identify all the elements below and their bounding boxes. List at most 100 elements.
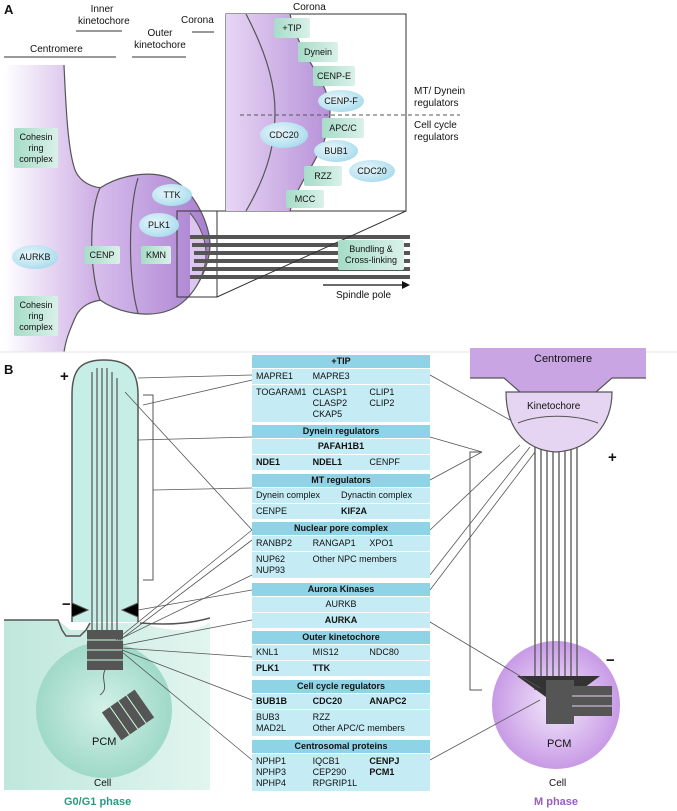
kinetochore-label: Kinetochore — [527, 401, 581, 412]
table-cell: AURKB — [325, 599, 357, 609]
table-title: Aurora Kinases — [252, 583, 430, 596]
spindle-pole-label: Spindle pole — [336, 290, 392, 301]
minus-end-left: − — [62, 596, 71, 613]
table-cell: BUB3 MAD2L — [256, 712, 287, 733]
table-cell — [369, 371, 426, 382]
table-cell: AURKA — [324, 615, 358, 625]
cell-left-label: Cell — [94, 778, 112, 789]
table-cell: CDC20 — [312, 696, 343, 706]
table-mt-regulators: MT regulators Dynein complex Dynactin com… — [252, 474, 430, 519]
table-cell: ANAPC2 — [369, 696, 407, 706]
table-cell: Dynein complex — [256, 490, 321, 500]
table-cell — [369, 663, 426, 674]
table-row: Dynein complex Dynactin complex — [252, 487, 430, 503]
cdc20-chip-left: CDC20 — [260, 122, 308, 148]
table-cell: CLIP1 CLIP2 — [369, 387, 395, 408]
table-centrosomal-proteins: Centrosomal proteins NPHP1 NPHP3 NPHP4 IQ… — [252, 740, 430, 791]
table-row: AURKB — [252, 596, 430, 612]
mcc-chip: MCC — [286, 190, 324, 208]
g0-g1-phase-label: G0/G1 phase — [64, 796, 132, 808]
centromere-header: Centromere — [30, 44, 83, 55]
cell-right-label: Cell — [549, 778, 567, 789]
table-cell: CENPF — [369, 457, 400, 467]
table-row: KNL1 MIS12 NDC80 — [252, 644, 430, 660]
cdc20-chip-right: CDC20 — [349, 160, 395, 182]
table-cell: Other NPC members — [312, 554, 397, 564]
table-cell: KNL1 — [256, 647, 279, 657]
table-row: CENPE KIF2A — [252, 503, 430, 519]
plus-end-right: + — [608, 449, 617, 466]
inner-kinetochore-header: Inner kinetochore — [78, 4, 130, 27]
bundling-crosslinking-chip: Bundling & Cross-linking — [338, 240, 404, 270]
table-row: NUP62 NUP93 Other NPC members — [252, 551, 430, 578]
table-cell: RANBP2 — [256, 538, 293, 548]
corona-inset-header: Corona — [293, 2, 326, 13]
corona-header: Corona — [181, 15, 214, 26]
panel-b-letter: B — [4, 362, 14, 377]
table-title: MT regulators — [252, 474, 430, 487]
table-cell: NDC80 — [369, 647, 399, 657]
mt-dynein-regulators-label: MT/ Dynein regulators — [414, 86, 466, 109]
table-cell: XPO1 — [369, 538, 394, 548]
table-cell: MAPRE1 — [256, 371, 294, 381]
table-cell: Dynactin complex — [341, 490, 413, 500]
table-row: NPHP1 NPHP3 NPHP4 IQCB1 CEP290 RPGRIP1L CE… — [252, 753, 430, 791]
table-cell: BUB1B — [256, 696, 288, 706]
table-cell: IQCB1 CEP290 RPGRIP1L — [312, 756, 358, 788]
table-title: +TIP — [252, 355, 430, 368]
pcm-right-label: PCM — [547, 738, 572, 750]
table-cell: NDE1 — [256, 457, 281, 467]
outer-kinetochore-header: Outer kinetochore — [134, 28, 186, 51]
panel-a-letter: A — [4, 2, 14, 17]
table-outer-kinetochore: Outer kinetochore KNL1 MIS12 NDC80 PLK1 TTK — [252, 631, 430, 676]
pcm-left-label: PCM — [92, 736, 117, 748]
table-row: TOGARAM1 CLASP1 CLASP2 CKAP5 CLIP1 CLIP2 — [252, 384, 430, 422]
table-title: Nuclear pore complex — [252, 522, 430, 535]
table-cell: TOGARAM1 — [256, 387, 307, 397]
cell-cycle-regulators-label: Cell cycle regulators — [414, 120, 459, 143]
table-row: BUB1B CDC20 ANAPC2 — [252, 693, 430, 709]
tip-chip: +TIP — [274, 18, 310, 38]
table-title: Outer kinetochore — [252, 631, 430, 644]
table-cell: MIS12 — [312, 647, 339, 657]
table-cell: NDEL1 — [312, 457, 343, 467]
table-cell: KIF2A — [341, 506, 368, 516]
cohesin-ring-complex-top: Cohesin ring complex — [14, 128, 58, 168]
m-phase-label: M phase — [534, 796, 579, 808]
kmn-chip: KMN — [141, 246, 171, 264]
table-row: MAPRE1 MAPRE3 — [252, 368, 430, 384]
table-cell: MAPRE3 — [312, 371, 350, 381]
apc-c-chip: APC/C — [322, 118, 364, 138]
table-row: NDE1 NDEL1 CENPF — [252, 454, 430, 470]
table-cell: NUP62 NUP93 — [256, 554, 286, 575]
plk1-chip: PLK1 — [139, 213, 179, 237]
table-row: BUB3 MAD2L RZZ Other APC/C members — [252, 709, 430, 736]
ttk-chip: TTK — [152, 184, 192, 206]
bub1-chip: BUB1 — [314, 140, 358, 162]
cenp-chip: CENP — [84, 246, 120, 264]
table-row: PAFAH1B1 — [252, 438, 430, 454]
centromere-label-right: Centromere — [534, 353, 593, 365]
table-title: Centrosomal proteins — [252, 740, 430, 753]
table-cell: PLK1 — [256, 663, 280, 673]
dynein-chip: Dynein — [298, 42, 338, 62]
table-cell: CENPJ PCM1 — [369, 756, 400, 777]
plus-end-left: + — [60, 368, 69, 385]
table-row: PLK1 TTK — [252, 660, 430, 676]
aurkb-chip: AURKB — [12, 245, 58, 269]
table-cell: CENPE — [256, 506, 288, 516]
table-row: AURKA — [252, 612, 430, 628]
table-tip: +TIP MAPRE1 MAPRE3 TOGARAM1 CLASP1 CLASP2 … — [252, 355, 430, 422]
table-cell: NPHP1 NPHP3 NPHP4 — [256, 756, 287, 788]
cenp-f-chip: CENP-F — [318, 90, 364, 112]
table-cell: TTK — [312, 663, 331, 673]
minus-end-right: − — [606, 652, 615, 669]
table-cell: CLASP1 CLASP2 CKAP5 — [312, 387, 348, 419]
table-title: Dynein regulators — [252, 425, 430, 438]
table-cell: PAFAH1B1 — [317, 441, 365, 451]
table-cell: RZZ Other APC/C members — [312, 712, 405, 733]
cohesin-ring-complex-bottom: Cohesin ring complex — [14, 296, 58, 336]
